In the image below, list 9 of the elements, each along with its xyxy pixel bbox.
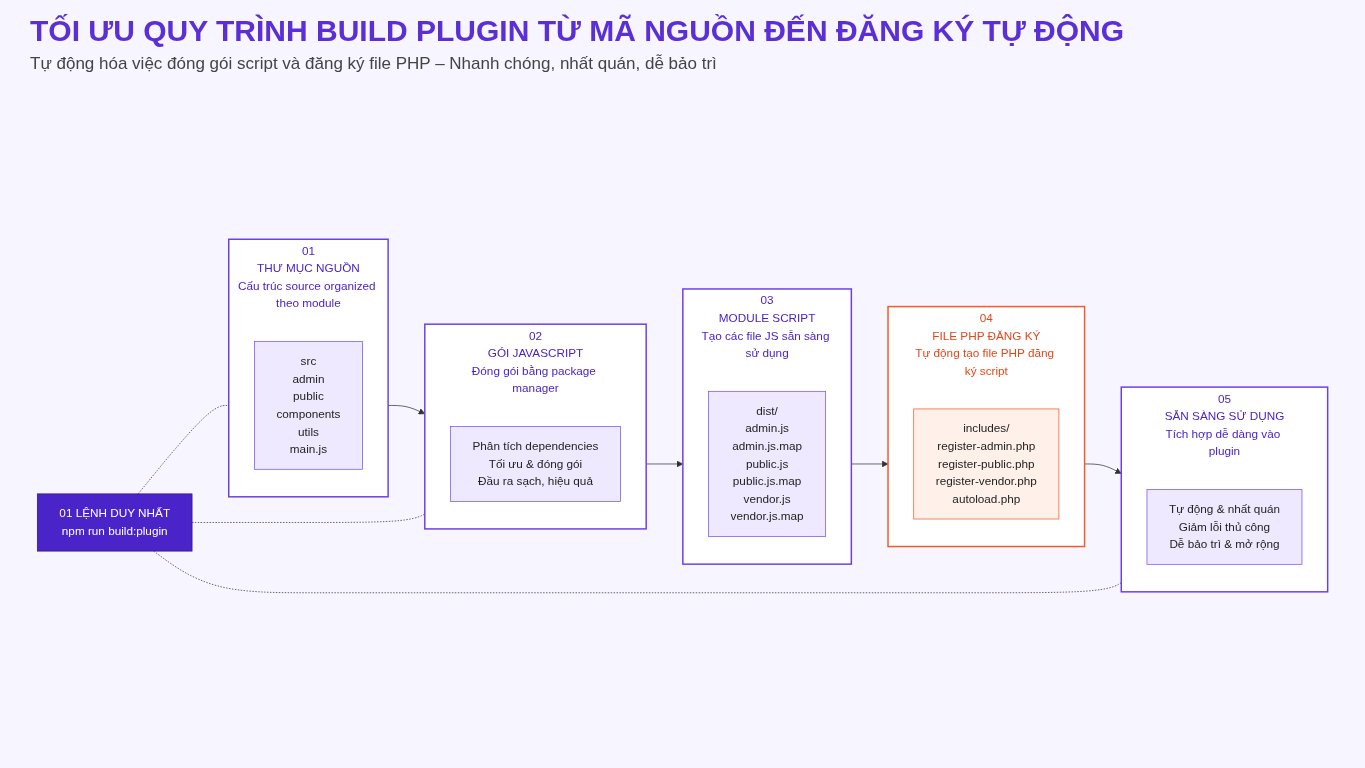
node-box: src admin public components utils main.js: [254, 341, 363, 470]
node-box: Phân tích dependencies Tối ưu & đóng gói Đầu ra sạch, hiệu quả: [450, 426, 621, 502]
node-box: Tự động & nhất quán Giảm lỗi thủ công Dễ bảo trì & mở rộng: [1146, 489, 1303, 565]
node-box: dist/ admin.js admin.js.map public.js public.js.map vendor.js vendor.js.map: [708, 390, 827, 537]
node-box: includes/ register-admin.php register-public.php register-vendor.php autoload.php: [913, 408, 1060, 520]
node-box: 01 LỆNH DUY NHẤT npm run build:plugin: [36, 493, 193, 552]
title: TỐI ƯU QUY TRÌNH BUILD PLUGIN TỪ MÃ NGUỒN ĐẾN ĐĂNG KÝ TỰ ĐỘNG: [30, 14, 1126, 48]
connector: [153, 550, 1122, 594]
subtitle: Tự động hóa việc đóng gói script và đăng ký file PHP – Nhanh chóng, nhất quán, dễ bảo trì: [30, 54, 718, 74]
